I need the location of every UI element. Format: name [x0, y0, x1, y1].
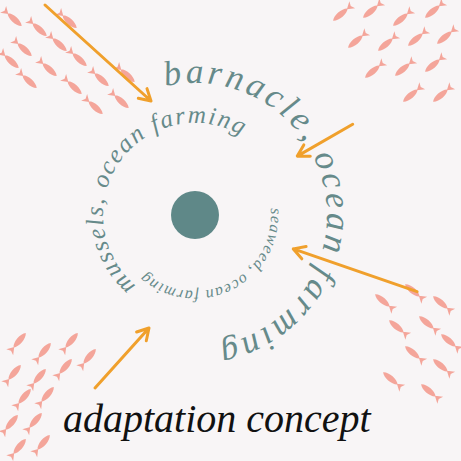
curved-text: mussels, ocean farming — [81, 101, 251, 301]
fish — [422, 0, 447, 21]
curved-label: barnacle, ocean farming — [160, 52, 358, 375]
arrow — [95, 328, 149, 388]
fish — [55, 8, 80, 31]
fish — [26, 366, 49, 391]
fish — [330, 1, 355, 24]
fish — [6, 436, 29, 461]
curved-text: seaweed, ocean farming — [137, 208, 286, 305]
fish — [375, 31, 400, 54]
fish — [405, 26, 430, 49]
fish — [34, 384, 57, 409]
curved-label: mussels, ocean farming — [81, 101, 251, 301]
fish — [52, 356, 75, 381]
fish — [0, 6, 25, 29]
fish — [1, 362, 24, 387]
fish — [360, 0, 385, 21]
fish — [372, 291, 397, 314]
fish — [402, 343, 427, 366]
fish — [107, 88, 132, 111]
fish — [25, 16, 50, 39]
fish — [430, 293, 455, 316]
fish — [81, 94, 106, 117]
fish — [418, 381, 443, 404]
fish — [438, 331, 461, 354]
fish — [0, 48, 22, 71]
fish — [392, 56, 417, 79]
fish — [390, 6, 415, 29]
fish — [58, 330, 81, 355]
fish — [30, 432, 53, 457]
fish — [31, 340, 54, 365]
fish — [65, 46, 90, 69]
fish — [345, 28, 370, 51]
curved-label: seaweed, ocean farming — [137, 208, 286, 305]
fish — [87, 66, 112, 89]
fish — [113, 62, 138, 85]
fish — [10, 36, 35, 59]
arrow — [45, 5, 151, 101]
fish — [0, 412, 21, 437]
caption: adaptation concept — [63, 399, 371, 439]
fish — [434, 24, 459, 47]
fish — [400, 82, 425, 105]
fish — [6, 330, 29, 355]
fish — [430, 356, 455, 379]
fish — [11, 386, 34, 411]
fish — [15, 68, 40, 91]
fish — [430, 82, 455, 105]
fish — [416, 313, 441, 336]
center-dot — [171, 191, 219, 239]
fish — [35, 56, 60, 79]
fish — [380, 369, 405, 392]
fish — [422, 52, 447, 75]
fish — [362, 58, 387, 81]
fish — [60, 74, 85, 97]
fish — [76, 346, 99, 371]
fish — [45, 31, 70, 54]
curved-text: barnacle, ocean farming — [160, 52, 358, 375]
fish — [386, 317, 411, 340]
fish — [22, 410, 45, 435]
